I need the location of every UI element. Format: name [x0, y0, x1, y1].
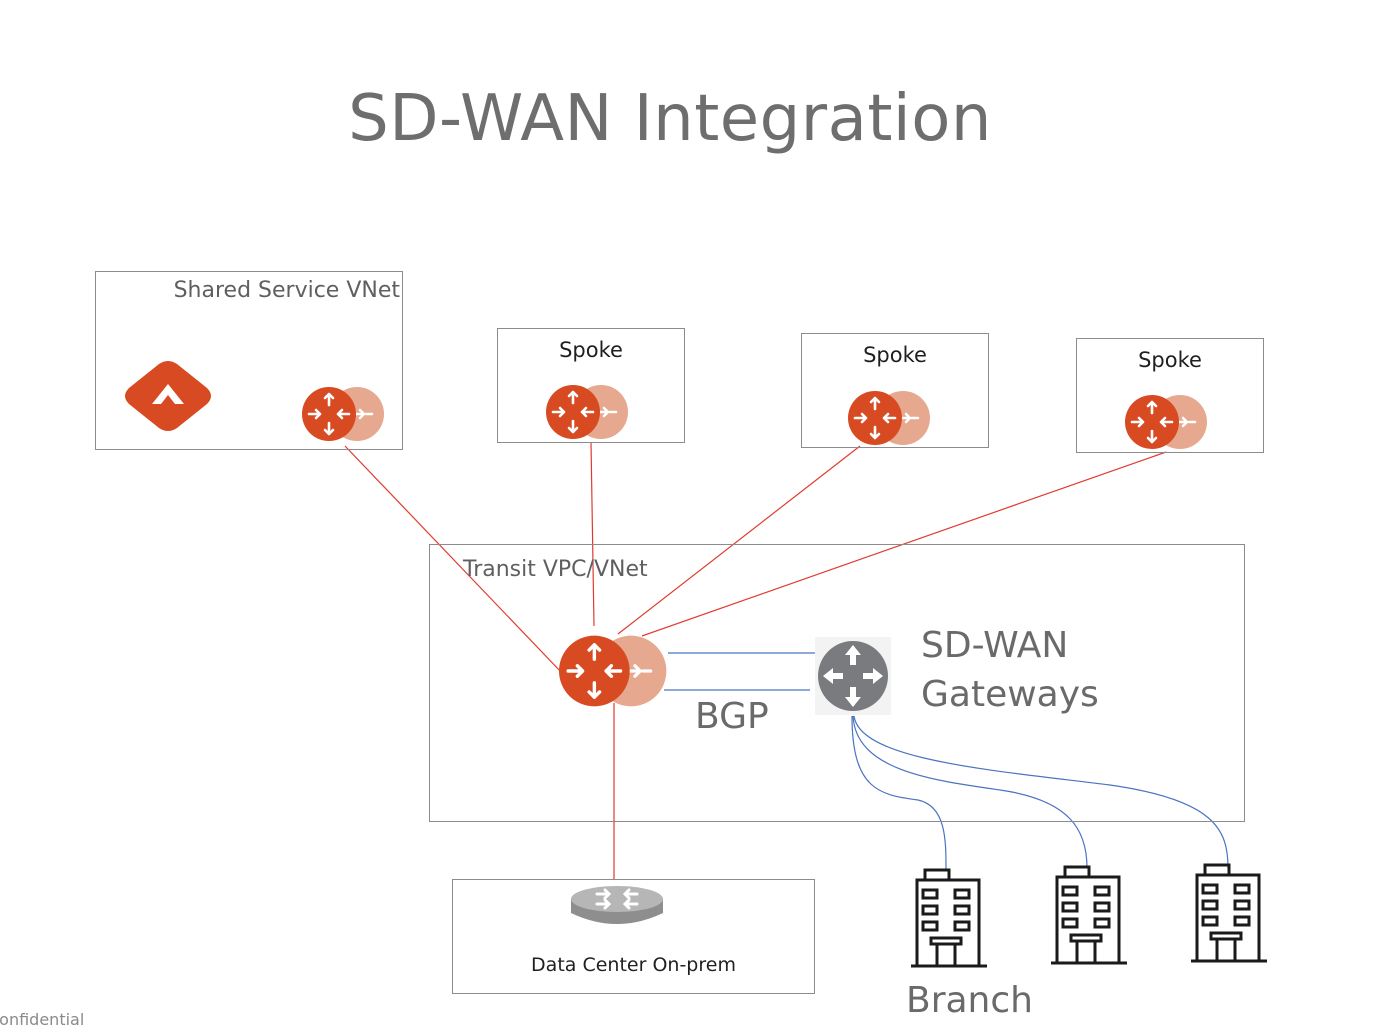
link-shared-service-to-transit	[344, 445, 563, 674]
link-sdwan-to-branch-1	[851, 715, 947, 871]
link-spoke-1-to-transit	[590, 441, 595, 627]
sdwan-gateway-router-icon	[815, 637, 891, 715]
shared-service-gateway-icon	[302, 387, 384, 441]
shared-service-vnet-label: Shared Service VNet	[173, 278, 400, 303]
transit-vpc-label: Transit VPC/VNet	[463, 557, 648, 582]
branch-building-icon-1	[911, 868, 987, 968]
branch-building-icon-2	[1051, 865, 1127, 965]
bgp-label: BGP	[695, 696, 769, 737]
sdwan-gateways-label-line2: Gateways	[921, 674, 1099, 715]
shared-service-vnet-box: Shared Service VNet	[95, 271, 403, 450]
link-spoke-2-to-transit	[617, 445, 861, 635]
link-sdwan-to-branch-3	[853, 715, 1229, 869]
spoke-box-2: Spoke	[801, 333, 989, 448]
link-sdwan-to-branch-2	[852, 715, 1088, 869]
sdwan-gateways-label-line1: SD-WAN	[921, 625, 1069, 666]
diagram-title: SD-WAN Integration	[348, 82, 992, 156]
transit-vpc-box: Transit VPC/VNet	[429, 544, 1245, 822]
confidential-footer: Confidential	[0, 1010, 85, 1029]
branch-label: Branch	[906, 980, 1033, 1021]
spoke-3-gateway-icon	[1125, 395, 1207, 449]
datacenter-router-icon	[571, 886, 663, 924]
datacenter-label: Data Center On-prem	[531, 954, 736, 976]
aviatrix-logo-icon	[125, 361, 211, 431]
spoke-box-3: Spoke	[1076, 338, 1264, 453]
spoke-label: Spoke	[1138, 348, 1202, 372]
spoke-box-1: Spoke	[497, 328, 685, 443]
spoke-1-gateway-icon	[546, 385, 628, 439]
transit-gateway-icon	[559, 635, 667, 707]
datacenter-box: Data Center On-prem	[452, 879, 815, 994]
branch-building-icon-3	[1191, 863, 1267, 963]
spoke-label: Spoke	[863, 343, 927, 367]
spoke-label: Spoke	[559, 338, 623, 362]
spoke-2-gateway-icon	[848, 391, 930, 445]
